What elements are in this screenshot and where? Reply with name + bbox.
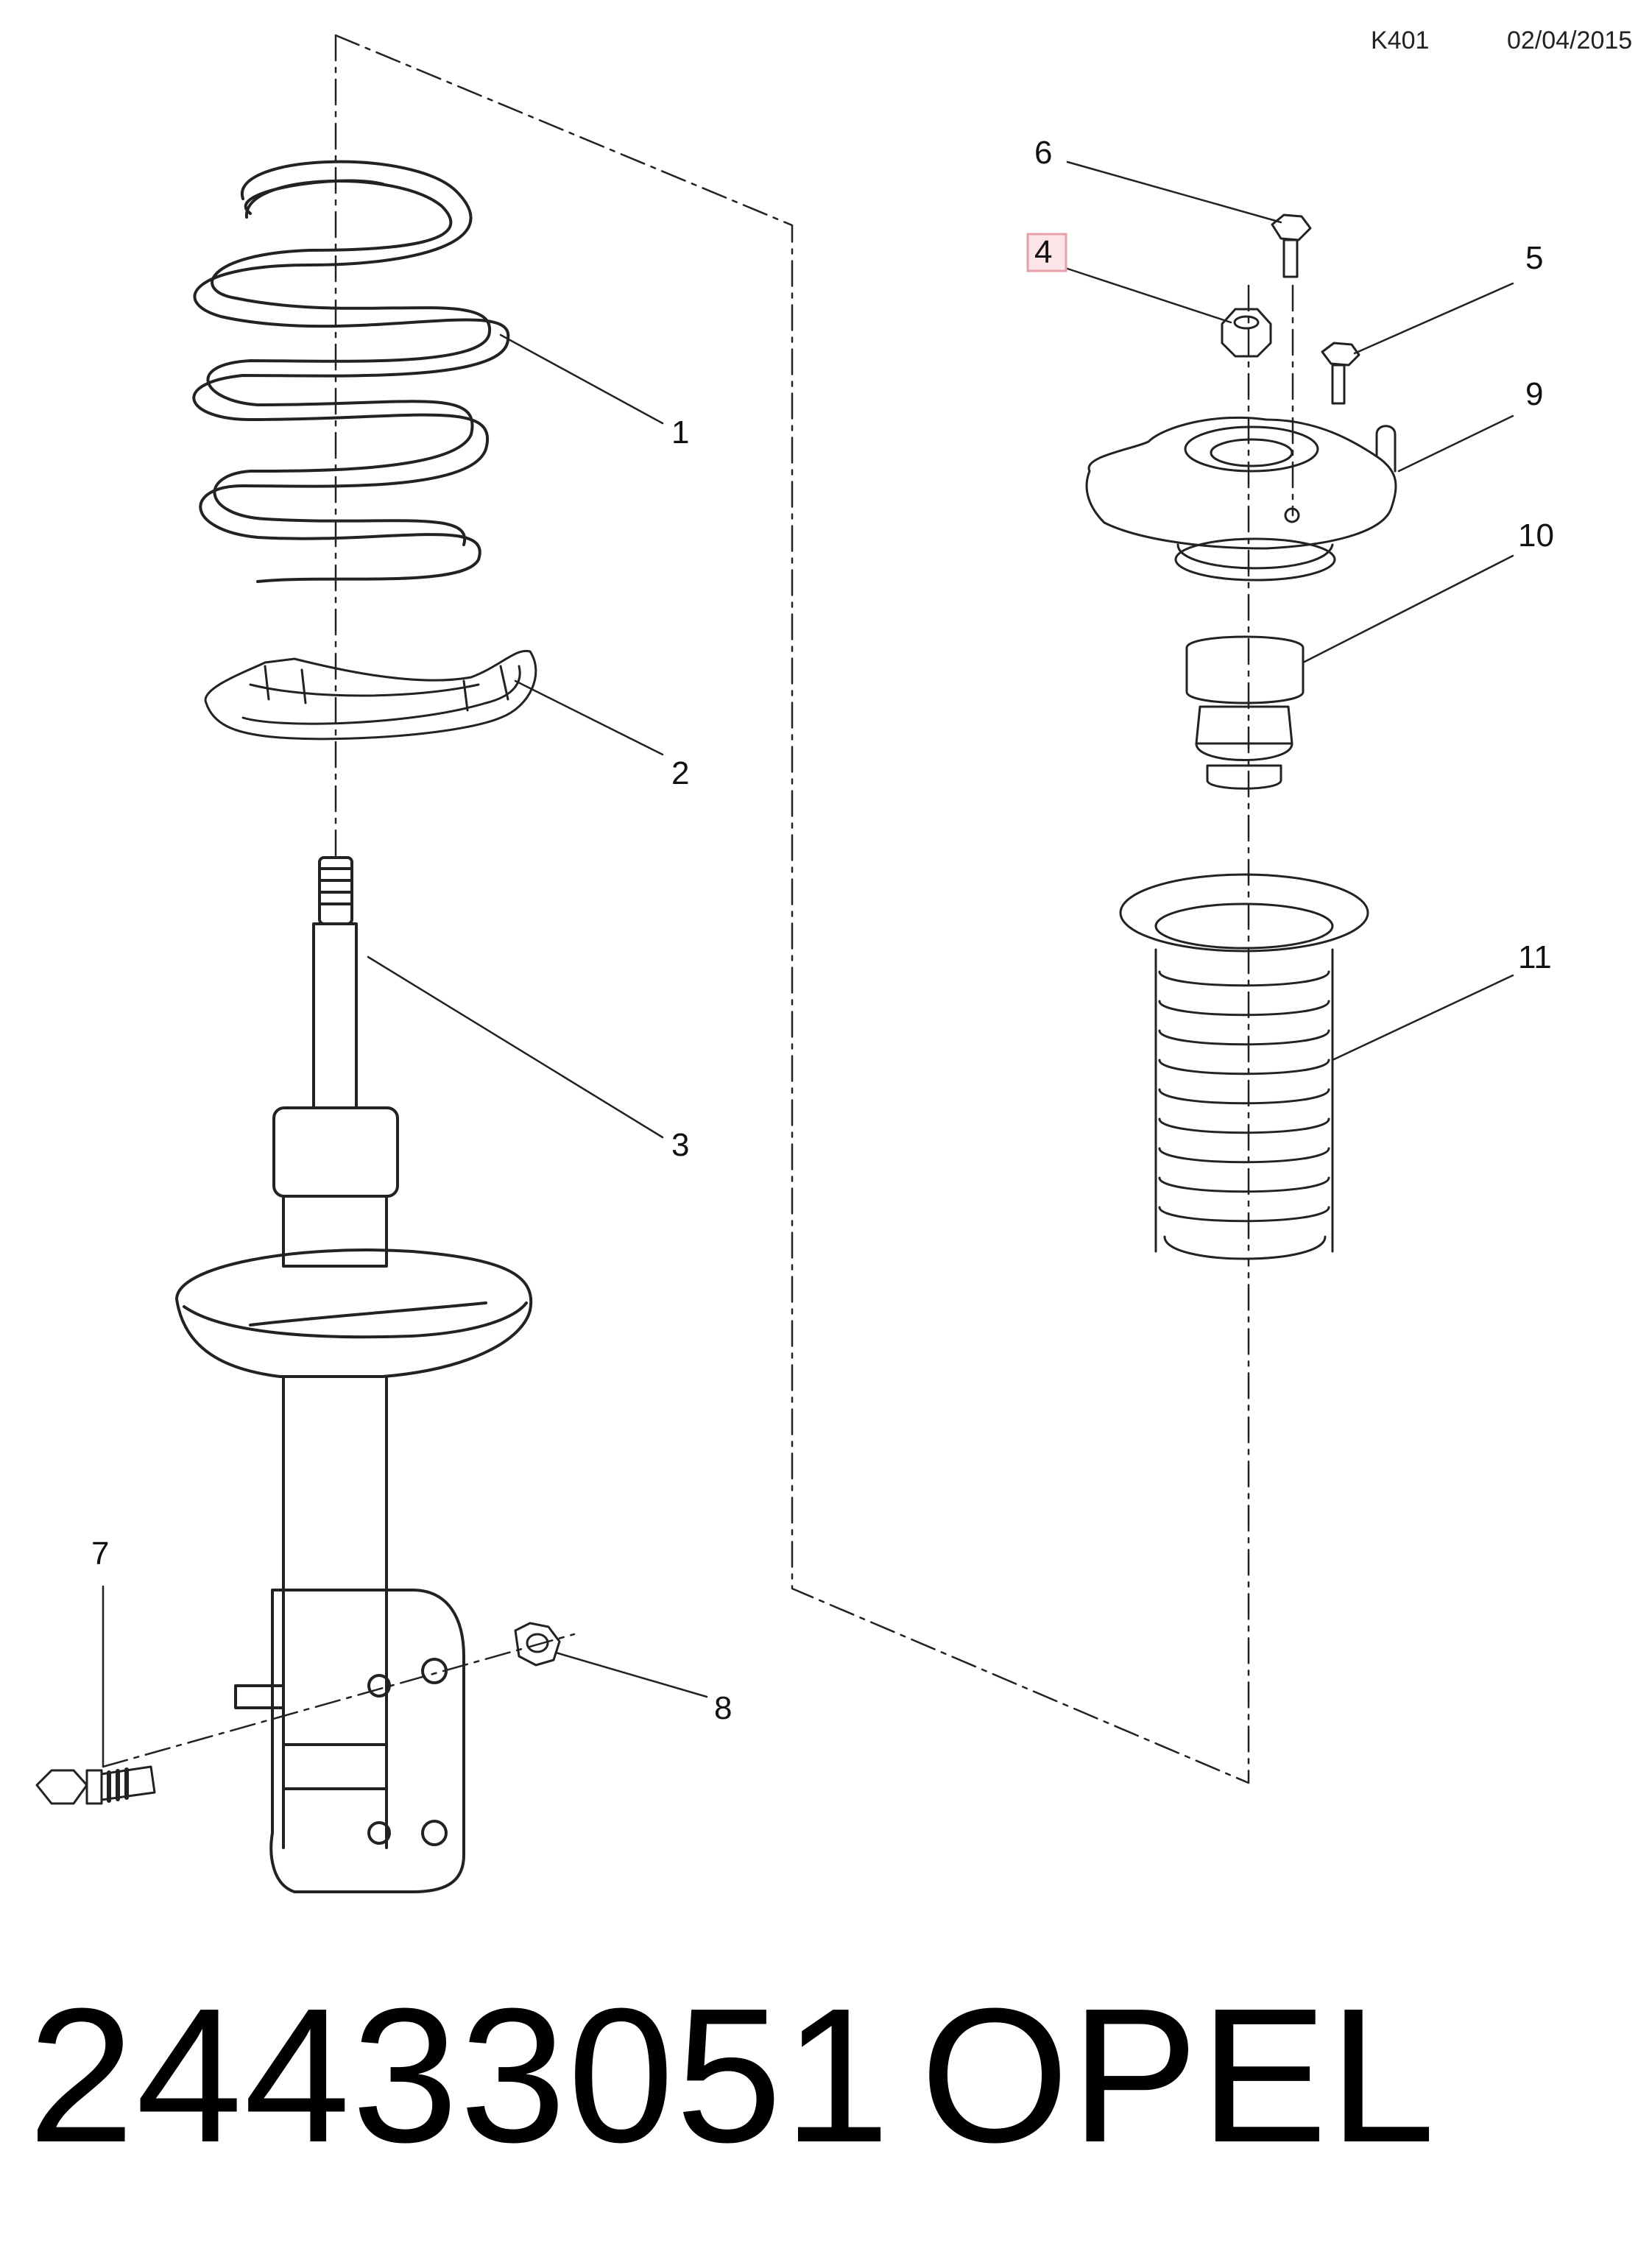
upper-bolt — [1271, 213, 1312, 278]
callout-7: 7 — [91, 1536, 109, 1572]
bump-stop — [1185, 635, 1305, 790]
callout-1: 1 — [671, 414, 689, 451]
callout-5: 5 — [1525, 240, 1543, 276]
callout-11: 11 — [1518, 939, 1552, 975]
leader-lines — [102, 160, 1514, 1768]
callout-9: 9 — [1525, 376, 1543, 412]
upper-nut — [1221, 308, 1272, 358]
callout-10: 10 — [1518, 517, 1554, 554]
dust-boot — [1119, 873, 1369, 1260]
strut-damper — [175, 856, 533, 1893]
side-bolt — [1321, 342, 1360, 405]
callout-4-highlight — [1026, 233, 1067, 272]
callout-2: 2 — [671, 755, 689, 791]
part-number: 24433051 — [28, 1969, 892, 2183]
callout-6: 6 — [1034, 135, 1052, 171]
assembly-frame — [102, 34, 1294, 1784]
diagram-date: 02/04/2015 — [1507, 27, 1633, 54]
callout-3: 3 — [671, 1127, 689, 1163]
strut-mount — [1085, 416, 1397, 582]
brand-name: OPEL — [920, 1969, 1437, 2183]
mounting-bolt — [35, 1765, 156, 1805]
callout-4: 4 — [1034, 234, 1052, 270]
coil-spring — [192, 160, 510, 583]
diagram-code: K401 — [1371, 27, 1430, 54]
hex-nut — [514, 1622, 561, 1667]
spring-insulator — [204, 649, 537, 741]
callout-8: 8 — [714, 1690, 732, 1726]
